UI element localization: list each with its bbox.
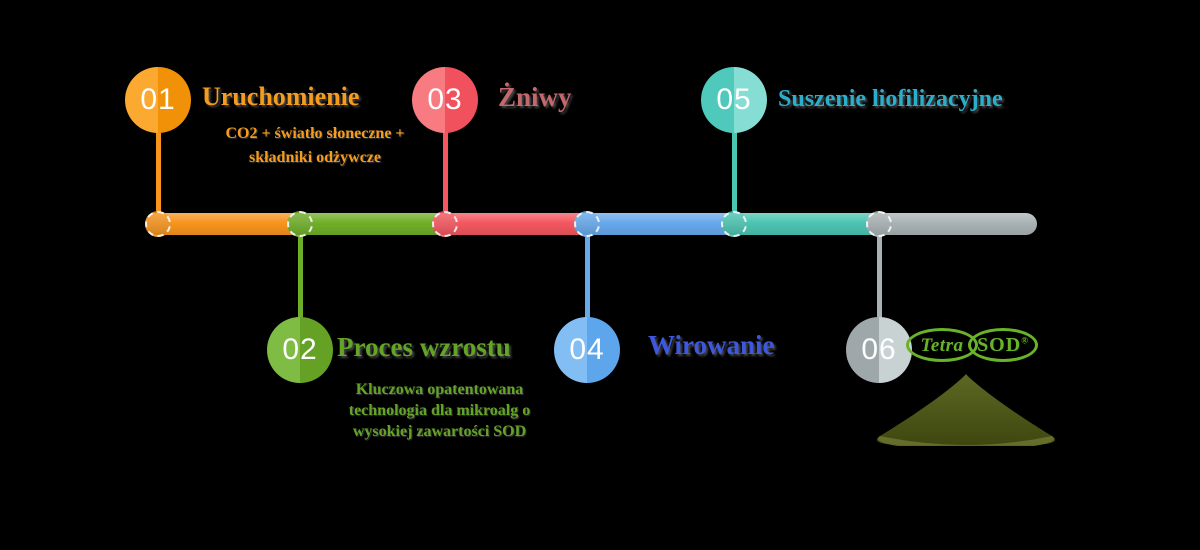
algae-powder-pile-image <box>876 374 1056 446</box>
timeline-node-02 <box>287 211 313 237</box>
connector-step-02 <box>298 224 303 319</box>
step-number-03: 03 <box>427 83 463 116</box>
timeline-segment-5 <box>734 213 879 235</box>
timeline-node-01 <box>145 211 171 237</box>
step-subtitle-01-line-2: składniki odżywcze <box>248 149 381 166</box>
step-number-04: 04 <box>569 333 605 366</box>
step-number-06: 06 <box>861 333 897 366</box>
connector-step-06 <box>877 224 882 319</box>
timeline-node-03 <box>432 211 458 237</box>
step-subtitle-01: CO2 + światło słoneczne + składniki odży… <box>165 122 465 170</box>
step-subtitle-01-line-1: CO2 + światło słoneczne + <box>225 125 405 142</box>
tetrasod-logo-tetra-text: Tetra <box>920 334 964 356</box>
registered-trademark-symbol: ® <box>1021 335 1029 346</box>
timeline-segment-3 <box>447 213 587 235</box>
connector-step-04 <box>585 224 590 319</box>
step-title-04: Wirowanie <box>648 330 775 360</box>
connector-step-01 <box>156 130 161 226</box>
step-number-05: 05 <box>716 83 752 116</box>
step-subtitle-02: Kluczowa opatentowana technologia dla mi… <box>312 379 567 442</box>
step-circle-01: 01 <box>125 67 191 133</box>
step-title-05: Suszenie liofilizacyjne <box>778 86 1003 112</box>
step-subtitle-02-line-3: wysokiej zawartości SOD <box>352 423 527 440</box>
timeline-segment-4 <box>587 213 734 235</box>
timeline-segment-2 <box>300 213 447 235</box>
step-title-02: Proces wzrostu <box>337 332 511 362</box>
step-circle-05: 05 <box>701 67 767 133</box>
tetrasod-logo: Tetra SOD® <box>906 328 1038 362</box>
connector-step-03 <box>443 130 448 226</box>
tetrasod-logo-sod-text: SOD® <box>977 334 1029 356</box>
step-subtitle-02-line-1: Kluczowa opatentowana <box>355 381 524 398</box>
step-circle-02: 02 <box>267 317 333 383</box>
step-circle-04: 04 <box>554 317 620 383</box>
timeline-node-06 <box>866 211 892 237</box>
timeline-segment-6 <box>879 213 1037 235</box>
step-subtitle-02-line-2: technologia dla mikroalg o <box>348 402 531 419</box>
step-circle-03: 03 <box>412 67 478 133</box>
step-title-03: Żniwy <box>498 82 572 112</box>
timeline-node-05 <box>721 211 747 237</box>
connector-step-05 <box>732 130 737 226</box>
timeline-node-04 <box>574 211 600 237</box>
tetrasod-logo-right-ellipse: SOD® <box>968 328 1038 362</box>
step-number-02: 02 <box>282 333 318 366</box>
step-circle-06: 06 <box>846 317 912 383</box>
step-title-01: Uruchomienie <box>202 82 360 111</box>
timeline-segment-1 <box>148 213 300 235</box>
step-number-01: 01 <box>140 83 176 116</box>
